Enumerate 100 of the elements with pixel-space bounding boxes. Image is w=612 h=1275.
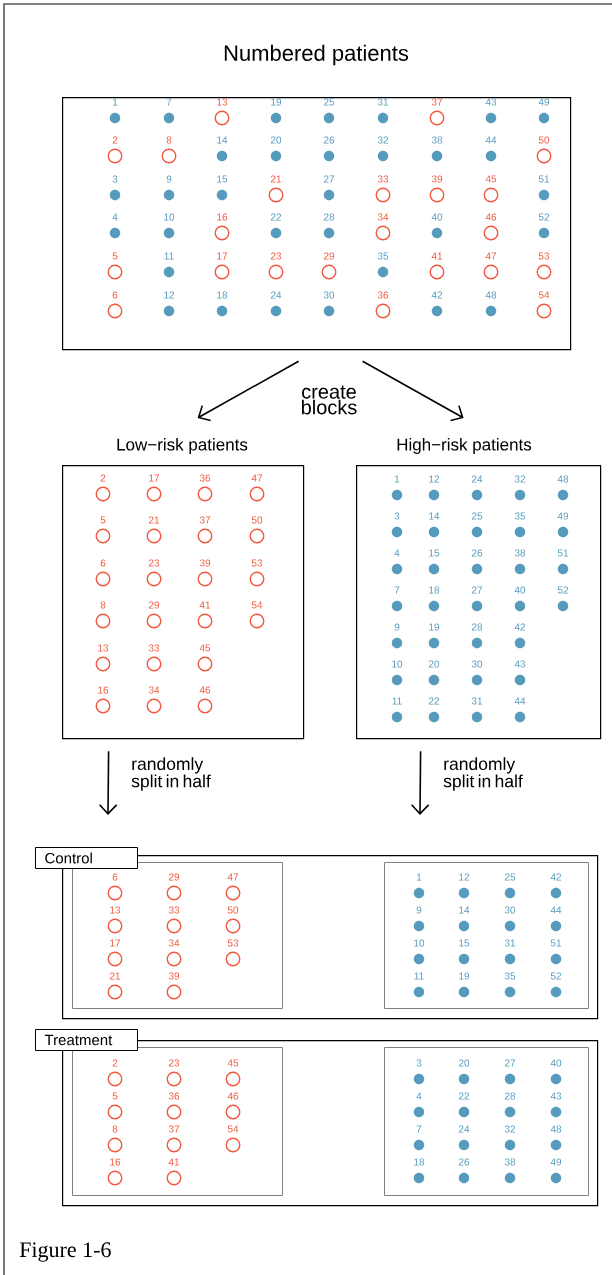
patient-number: 54: [227, 1125, 239, 1133]
patient-number: 6: [112, 873, 118, 881]
patient-number: 15: [429, 549, 440, 557]
patient-number: 5: [112, 1092, 118, 1100]
patient-number: 53: [251, 559, 263, 567]
patient-number: 28: [504, 1092, 516, 1100]
patient-number: 53: [227, 939, 239, 947]
patient-number: 36: [377, 291, 389, 299]
patient-number: 17: [110, 939, 121, 947]
patient-number: 44: [485, 136, 497, 144]
patient-number: 51: [538, 175, 550, 183]
patient-number: 46: [227, 1092, 239, 1100]
patient-number: 23: [270, 252, 282, 260]
patient-number: 40: [514, 586, 526, 594]
group-heading: Numbered patients: [224, 44, 409, 66]
patient-number: 38: [504, 1158, 516, 1166]
patient-number: 5: [112, 252, 118, 260]
patient-number: 25: [323, 98, 335, 106]
patient-number: 49: [550, 1158, 562, 1166]
patient-number: 25: [471, 512, 483, 520]
patient-number: 47: [485, 252, 497, 260]
patient-number: 42: [550, 873, 562, 881]
patient-number: 30: [504, 906, 516, 914]
patient-number: 12: [429, 475, 440, 483]
patient-number: 46: [199, 686, 211, 694]
patient-number: 38: [514, 549, 526, 557]
patient-number: 2: [100, 474, 106, 482]
patient-number: 37: [199, 516, 211, 524]
patient-number: 52: [538, 213, 550, 221]
patient-number: 32: [514, 475, 526, 483]
patient-number: 3: [112, 175, 118, 183]
patient-number: 29: [168, 873, 180, 881]
patient-number: 13: [217, 98, 228, 106]
subgroup-box: [384, 862, 589, 1009]
patient-number: 34: [148, 686, 160, 694]
arrow: [197, 360, 300, 422]
patient-number: 2: [112, 136, 118, 144]
patient-number: 27: [323, 175, 335, 183]
patient-number: 40: [550, 1059, 562, 1067]
patient-number: 36: [168, 1092, 180, 1100]
patient-number: 27: [471, 586, 483, 594]
patient-number: 31: [504, 939, 516, 947]
patient-number: 53: [538, 252, 550, 260]
patient-number: 26: [471, 549, 483, 557]
patient-number: 11: [392, 697, 402, 705]
patient-number: 45: [485, 175, 497, 183]
patient-number: 7: [394, 586, 400, 594]
patient-number: 31: [471, 697, 483, 705]
patient-number: 9: [166, 175, 172, 183]
patient-number: 9: [416, 906, 422, 914]
patient-number: 40: [431, 213, 443, 221]
edge-label: randomly split in half: [131, 757, 211, 791]
patient-number: 52: [557, 586, 569, 594]
patient-number: 42: [514, 623, 526, 631]
patient-number: 28: [323, 213, 335, 221]
patient-number: 12: [459, 873, 470, 881]
patient-number: 8: [112, 1125, 118, 1133]
group-tab: Control: [35, 847, 138, 869]
patient-number: 20: [428, 660, 440, 668]
patient-number: 14: [429, 512, 440, 520]
patient-number: 27: [504, 1059, 516, 1067]
patient-number: 41: [431, 252, 443, 260]
edge-label: randomly split in half: [443, 757, 523, 791]
patient-number: 26: [323, 136, 335, 144]
patient-number: 45: [227, 1059, 239, 1067]
patient-number: 1: [417, 873, 422, 881]
patient-number: 11: [164, 252, 174, 260]
patient-number: 35: [377, 252, 389, 260]
patient-number: 5: [100, 516, 106, 524]
patient-number: 21: [270, 175, 282, 183]
patient-number: 8: [100, 601, 106, 609]
patient-number: 18: [217, 291, 228, 299]
patient-number: 20: [270, 136, 282, 144]
patient-number: 18: [414, 1158, 425, 1166]
patient-number: 1: [113, 98, 118, 106]
patient-number: 16: [217, 213, 228, 221]
patient-number: 8: [166, 136, 172, 144]
patient-number: 24: [458, 1125, 470, 1133]
patient-number: 19: [429, 623, 440, 631]
subgroup-box: [72, 1047, 283, 1196]
patient-number: 35: [514, 512, 526, 520]
patient-number: 50: [251, 516, 263, 524]
patient-number: 50: [227, 906, 239, 914]
patient-number: 37: [431, 98, 443, 106]
patient-number: 4: [112, 213, 118, 221]
patient-number: 16: [110, 1158, 121, 1166]
patient-number: 22: [270, 213, 282, 221]
patient-number: 14: [459, 906, 470, 914]
patient-number: 10: [414, 939, 425, 947]
patient-number: 11: [414, 972, 424, 980]
patient-number: 33: [377, 175, 389, 183]
patient-number: 33: [148, 644, 160, 652]
patient-number: 21: [109, 972, 121, 980]
group-heading: Low−risk patients: [117, 438, 248, 454]
patient-number: 14: [217, 136, 228, 144]
patient-number: 26: [458, 1158, 470, 1166]
patient-number: 22: [458, 1092, 470, 1100]
step-label: create blocks: [301, 385, 357, 415]
patient-number: 45: [199, 644, 211, 652]
patient-number: 43: [550, 1092, 562, 1100]
